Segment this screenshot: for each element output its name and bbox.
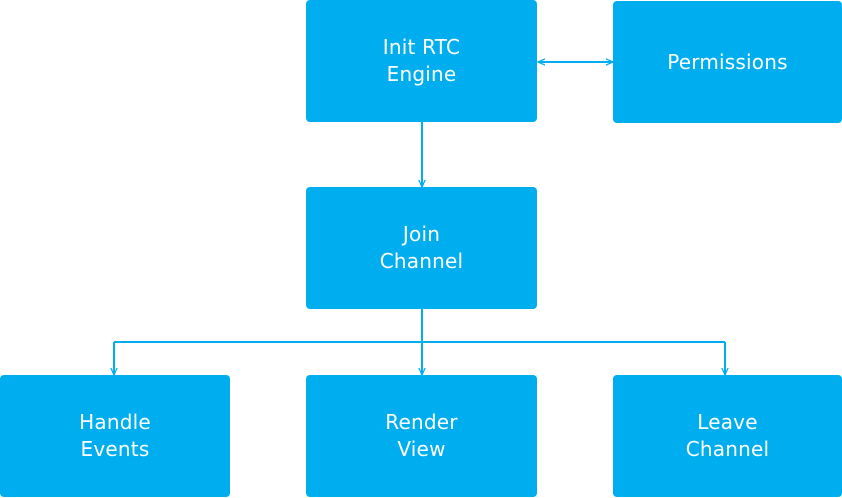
node-init-rtc-engine-label: Init RTC Engine — [382, 35, 461, 86]
node-render-view: Render View — [306, 375, 537, 497]
node-leave-channel-label: Leave Channel — [685, 410, 770, 461]
node-init-rtc-engine: Init RTC Engine — [306, 0, 537, 122]
node-leave-channel: Leave Channel — [613, 375, 842, 497]
node-join-channel-label: Join Channel — [379, 222, 464, 273]
node-render-view-label: Render View — [385, 410, 458, 461]
node-permissions: Permissions — [613, 1, 842, 123]
node-handle-events: Handle Events — [0, 375, 230, 497]
node-permissions-label: Permissions — [667, 49, 788, 74]
node-handle-events-label: Handle Events — [79, 410, 151, 461]
node-join-channel: Join Channel — [306, 187, 537, 309]
